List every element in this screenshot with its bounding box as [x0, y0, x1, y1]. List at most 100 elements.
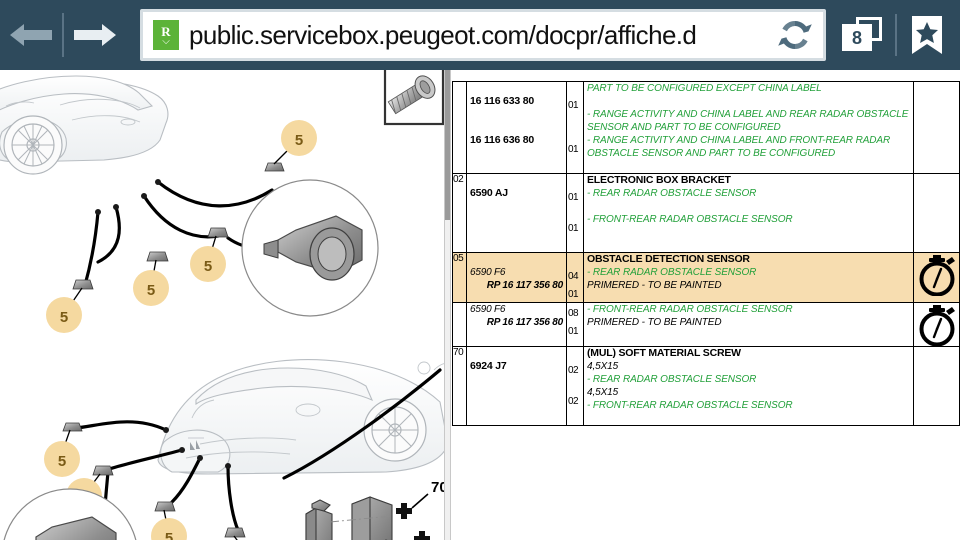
page-content: 5 5 5 5 [0, 70, 960, 540]
desc-line: PRIMERED - TO BE PAINTED [587, 317, 722, 328]
rear-wheel [3, 115, 63, 175]
row-icon-cell [913, 173, 960, 253]
forward-button[interactable] [64, 0, 126, 70]
row-index: 02 [452, 173, 467, 253]
desc-line: - RANGE ACTIVITY AND CHINA LABEL AND FRO… [587, 135, 891, 146]
part-number: 6590 F6 [470, 304, 506, 315]
desc-line: - RANGE ACTIVITY AND CHINA LABEL AND REA… [587, 109, 909, 120]
desc-line: 4,5X15 [587, 387, 619, 398]
svg-text:5: 5 [58, 453, 66, 470]
desc-title: ELECTRONIC BOX BRACKET [587, 174, 731, 186]
reload-icon [778, 20, 812, 50]
scrollbar-thumb[interactable] [445, 70, 450, 220]
url-text[interactable]: public.servicebox.peugeot.com/docpr/affi… [189, 19, 697, 50]
anchor-dots-front [163, 427, 231, 469]
favicon-letter: R [161, 24, 171, 39]
row-quantity: 02 02 [566, 346, 584, 426]
part-number: 6590 F6 [470, 267, 506, 278]
row-description: (MUL) SOFT MATERIAL SCREW 4,5X15 - REAR … [583, 346, 914, 426]
tab-counter-button[interactable]: 8 [838, 12, 886, 58]
row-description: OBSTACLE DETECTION SENSOR - REAR RADAR O… [583, 252, 914, 303]
row-index [452, 302, 467, 347]
desc-line: - REAR RADAR OBSTACLE SENSOR [587, 267, 757, 278]
row-description: ELECTRONIC BOX BRACKET - REAR RADAR OBST… [583, 173, 914, 253]
table-row[interactable]: 16 116 633 80 16 116 636 80 01 01 [452, 81, 960, 174]
toolbar-divider [62, 13, 64, 57]
desc-line: PRIMERED - TO BE PAINTED [587, 280, 722, 291]
desc-line: 4,5X15 [587, 361, 619, 372]
forward-arrow-icon [74, 24, 116, 46]
quantity-value: 08 [568, 308, 579, 319]
desc-line: - REAR RADAR OBSTACLE SENSOR [587, 374, 757, 385]
sensor-clips-top [72, 162, 285, 290]
row-reference: 6590 F6 RP 16 117 356 80 [466, 302, 567, 347]
quantity-value: 01 [568, 144, 579, 155]
row-index: 05 [452, 252, 467, 303]
desc-line: - REAR RADAR OBSTACLE SENSOR [587, 188, 757, 199]
sensor-detail-top [241, 179, 379, 317]
row-quantity: 01 01 [566, 173, 584, 253]
illustration-pane[interactable]: 5 5 5 5 [0, 70, 444, 540]
svg-text:5: 5 [295, 132, 303, 149]
site-favicon-icon: R ⌵ [153, 20, 179, 50]
table-row[interactable]: 70 6924 J7 02 02 [452, 346, 960, 426]
part-number: 6590 AJ [470, 187, 508, 199]
svg-text:5: 5 [204, 258, 212, 275]
row-reference: 16 116 633 80 16 116 636 80 [466, 81, 567, 174]
callout-badge: 5 [44, 441, 80, 477]
row-description: - FRONT-REAR RADAR OBSTACLE SENSOR PRIME… [583, 302, 914, 347]
part-number: 16 116 636 80 [470, 134, 534, 146]
quantity-value: 02 [568, 396, 579, 407]
table-row-selected[interactable]: 05 6590 F6 RP 16 117 356 80 04 01 [452, 252, 960, 303]
back-arrow-icon [10, 24, 52, 46]
favicon-book-glyph: ⌵ [162, 36, 170, 47]
part-number: 16 116 633 80 [470, 95, 534, 107]
toolbar-divider-2 [895, 14, 897, 56]
desc-line: SENSOR AND PART TO BE CONFIGURED [587, 122, 781, 133]
row-quantity: 01 01 [566, 81, 584, 174]
tab-stack-icon: 8 [842, 17, 882, 53]
address-bar[interactable]: R ⌵ public.servicebox.peugeot.com/docpr/… [140, 9, 826, 61]
row-quantity: 04 01 [566, 252, 584, 303]
back-button[interactable] [0, 0, 62, 70]
callout-badge: 5 [133, 270, 169, 306]
row-description: PART TO BE CONFIGURED EXCEPT CHINA LABEL… [583, 81, 914, 174]
parts-table-pane[interactable]: 16 116 633 80 16 116 636 80 01 01 [452, 70, 960, 540]
desc-line: - FRONT-REAR RADAR OBSTACLE SENSOR [587, 214, 793, 225]
screw-detail-box [383, 70, 444, 126]
desc-title: (MUL) SOFT MATERIAL SCREW [587, 347, 741, 359]
row-index: 70 [452, 346, 467, 426]
reload-button[interactable] [773, 13, 817, 57]
svg-text:5: 5 [60, 309, 68, 326]
row-reference: 6590 AJ [466, 173, 567, 253]
row-index [452, 81, 467, 174]
table-row[interactable]: 02 6590 AJ 01 01 [452, 173, 960, 253]
row-icon-cell [913, 252, 960, 303]
table-row[interactable]: 6590 F6 RP 16 117 356 80 08 01 - FRONT-R… [452, 302, 960, 347]
callout-badge: 5 [190, 246, 226, 282]
row-reference: 6924 J7 [466, 346, 567, 426]
callout-badge: 5 [46, 297, 82, 333]
replacement-part-number: RP 16 117 356 80 [486, 317, 564, 328]
stopwatch-icon [919, 305, 955, 346]
desc-line: - FRONT-REAR RADAR OBSTACLE SENSOR [587, 400, 793, 411]
quantity-value: 01 [568, 100, 579, 111]
quantity-value: 01 [568, 223, 579, 234]
front-wheel [363, 398, 427, 462]
illustration-scrollbar[interactable] [444, 70, 451, 540]
browser-toolbar: R ⌵ public.servicebox.peugeot.com/docpr/… [0, 0, 960, 70]
row-icon-cell [913, 81, 960, 174]
callout-badge: 5 [151, 518, 187, 540]
desc-line: OBSTACLE SENSOR AND PART TO BE CONFIGURE… [587, 148, 836, 159]
quantity-value: 01 [568, 326, 579, 337]
sensor-detail-bottom [3, 488, 137, 540]
part-number: 6924 J7 [470, 360, 507, 372]
anchor-dots [95, 179, 161, 215]
parts-table: 16 116 633 80 16 116 636 80 01 01 [452, 81, 960, 426]
desc-line: PART TO BE CONFIGURED EXCEPT CHINA LABEL [587, 83, 822, 94]
brand-mark [190, 440, 200, 450]
bookmark-button[interactable] [902, 12, 952, 58]
row-icon-cell [913, 302, 960, 347]
replacement-part-number: RP 16 117 356 80 [486, 280, 564, 291]
quantity-value: 01 [568, 289, 579, 300]
